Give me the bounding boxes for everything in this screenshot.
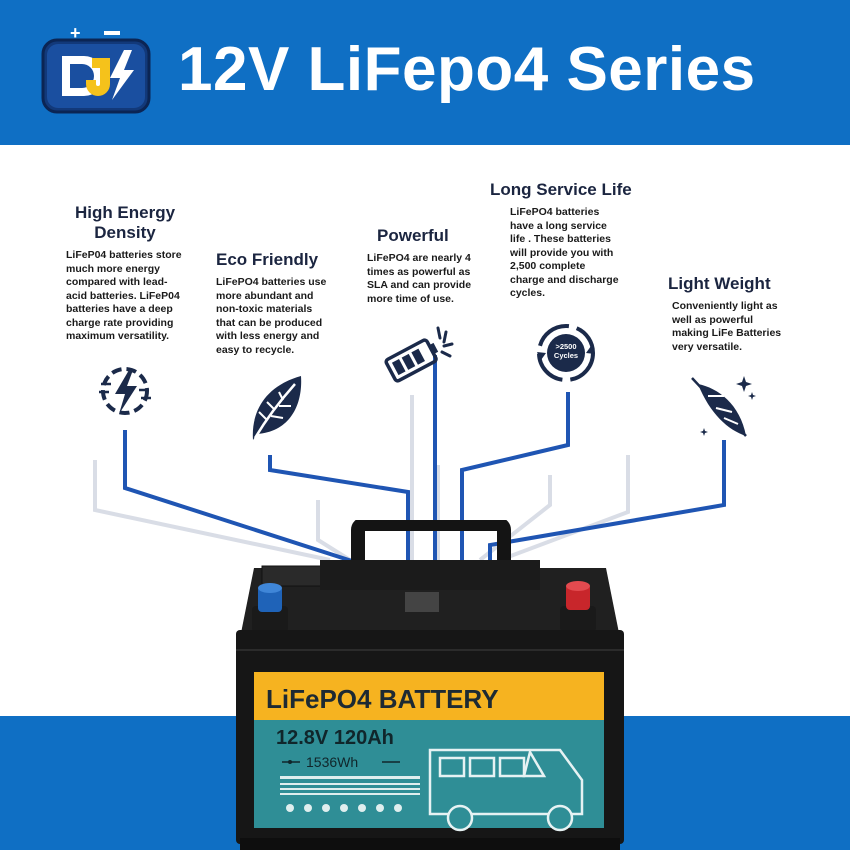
leaf-icon [252,376,302,440]
feature-body: LiFePO4 are nearly 4 times as powerful a… [367,252,472,305]
feature-light-weight: Light Weight Conveniently light as well … [668,274,786,354]
feature-body: Conveniently light as well as powerful m… [672,300,782,353]
cycle-count: >2500 [555,342,577,351]
cycle-icon: >2500 Cycles [535,322,597,384]
feature-body: LiFePO4 batteries use more abundant and … [216,276,327,356]
battery-voltage-capacity: 12.8V 120Ah [276,727,394,749]
feature-long-service-life: Long Service Life LiFePO4 batteries have… [490,180,650,301]
battery-image: LiFePO4 BATTERY 12.8V 120Ah 1536Wh [236,520,624,850]
feature-body: LiFeP04 batteries store much more energy… [66,249,182,342]
page-title: 12V LiFepo4 Series [178,35,756,104]
positive-terminal [560,581,596,632]
feature-title: Light Weight [668,274,771,293]
feather-icon [691,376,756,437]
feature-powerful: Powerful LiFePO4 are nearly 4 times as p… [367,226,479,306]
lightning-energy-icon [99,367,151,415]
feature-high-energy-density: High Energy Density LiFeP04 batteries st… [66,203,184,344]
battery-label-title: LiFePO4 BATTERY [266,684,499,714]
battery-power-icon [384,326,454,383]
cycle-label: Cycles [553,351,579,360]
feature-eco-friendly: Eco Friendly LiFePO4 batteries use more … [216,250,334,357]
feature-title: Powerful [377,226,449,245]
feature-title: Eco Friendly [216,250,319,269]
dj-battery-logo-icon: + [41,28,151,114]
feature-body: LiFePO4 batteries have a long service li… [510,206,619,299]
feature-title-line: Density [94,223,156,242]
negative-terminal [252,583,288,632]
feature-title: Long Service Life [490,180,632,199]
feature-title-line: High Energy [74,203,176,222]
feature-title: High Energy Density [66,203,184,243]
battery-energy: 1536Wh [306,754,358,770]
svg-text:+: + [70,28,81,43]
